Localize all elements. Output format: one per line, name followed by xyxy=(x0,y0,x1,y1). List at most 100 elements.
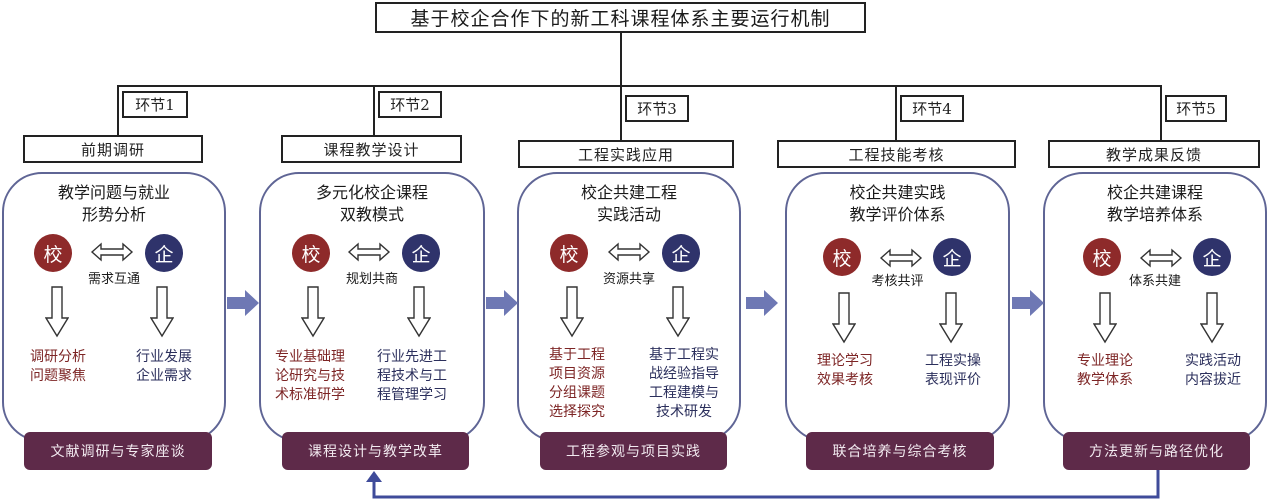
stem-line-2 xyxy=(373,85,375,135)
outcome-line: 理论学习 xyxy=(817,353,873,369)
horizontal-bus-line xyxy=(117,85,1162,87)
stem-line-1 xyxy=(117,85,119,135)
enterprise-circle: 企 xyxy=(145,234,183,272)
school-circle: 校 xyxy=(292,234,330,272)
card-title-line: 校企共建课程 xyxy=(1106,183,1203,202)
stage-card-4: 校企共建实践 教学评价体系 校 企 考核共评 理论学习 效果考核 工程实操 表现… xyxy=(785,172,1010,442)
outcome-line: 项目资源 xyxy=(549,366,605,382)
outcome-line: 术标准研学 xyxy=(275,387,345,403)
card-title: 校企共建工程 实践活动 xyxy=(519,182,739,226)
flow-arrow-icon-1 xyxy=(227,290,259,316)
feedback-line xyxy=(372,470,1160,499)
down-arrow-icon xyxy=(560,286,584,338)
double-arrow-icon xyxy=(347,240,391,264)
school-outcome: 专业基础理 论研究与技 术标准研学 xyxy=(263,348,373,405)
outcome-line: 专业理论 xyxy=(1077,353,1133,369)
stage-card-2: 多元化校企课程 双教模式 校 企 规划共商 专业基础理 论研究与技 术标准研学 … xyxy=(259,172,485,442)
enterprise-outcome: 行业发展 企业需求 xyxy=(114,348,214,386)
outcome-line: 工程建模与 xyxy=(649,385,719,401)
outcome-line: 技术研发 xyxy=(656,404,712,420)
phase-box-4: 工程技能考核 xyxy=(777,140,1016,168)
down-arrow-icon xyxy=(1200,292,1224,344)
down-arrow-icon xyxy=(1093,292,1117,344)
enterprise-circle: 企 xyxy=(662,234,700,272)
card-title: 校企共建实践 教学评价体系 xyxy=(787,182,1008,226)
method-bar-2: 课程设计与教学改革 xyxy=(282,432,469,470)
step-tag-5: 环节5 xyxy=(1165,95,1227,122)
stem-line-4 xyxy=(895,85,897,140)
outcome-line: 专业基础理 xyxy=(275,349,345,365)
relation-label: 资源共享 xyxy=(602,272,655,287)
outcome-line: 行业发展 xyxy=(136,349,192,365)
up-arrow-icon xyxy=(366,471,382,482)
title-stem-line xyxy=(620,33,622,86)
card-title-line: 形势分析 xyxy=(81,205,146,224)
card-title-line: 教学评价体系 xyxy=(849,205,946,224)
double-arrow-icon xyxy=(90,240,134,264)
card-title-line: 多元化校企课程 xyxy=(315,183,428,202)
school-circle: 校 xyxy=(34,234,72,272)
outcome-line: 行业先进工 xyxy=(377,349,447,365)
stage-card-3: 校企共建工程 实践活动 校 企 资源共享 基于工程 项目资源 分组课题 选择探究… xyxy=(517,172,741,442)
flow-arrow-icon-2 xyxy=(486,290,518,316)
enterprise-outcome: 实践活动 内容拔近 xyxy=(1163,352,1263,390)
outcome-line: 战经验指导 xyxy=(649,366,719,382)
step-tag-3: 环节3 xyxy=(625,95,689,122)
outcome-line: 工程实操 xyxy=(925,353,981,369)
card-title-line: 校企共建工程 xyxy=(580,183,677,202)
outcome-line: 教学体系 xyxy=(1077,372,1133,388)
school-outcome: 理论学习 效果考核 xyxy=(795,352,895,390)
school-outcome: 调研分析 问题聚焦 xyxy=(8,348,108,386)
relation-label: 需求互通 xyxy=(87,272,140,287)
relation-label: 考核共评 xyxy=(871,274,924,289)
outcome-line: 基于工程 xyxy=(549,347,605,363)
flow-arrow-icon-4 xyxy=(1012,290,1044,316)
phase-box-2: 课程教学设计 xyxy=(281,135,462,163)
outcome-line: 效果考核 xyxy=(817,372,873,388)
diagram-title: 基于校企合作下的新工科课程体系主要运行机制 xyxy=(375,2,866,33)
down-arrow-icon xyxy=(301,286,325,338)
down-arrow-icon xyxy=(45,286,69,338)
method-bar-5: 方法更新与路径优化 xyxy=(1063,432,1250,470)
stage-card-5: 校企共建课程 教学培养体系 校 企 体系共建 专业理论 教学体系 实践活动 内容… xyxy=(1043,172,1267,442)
school-circle: 校 xyxy=(550,234,588,272)
outcome-line: 选择探究 xyxy=(549,404,605,420)
school-circle: 校 xyxy=(1083,238,1121,276)
method-bar-3: 工程参观与项目实践 xyxy=(540,432,727,470)
method-bar-4: 联合培养与综合考核 xyxy=(806,432,994,470)
down-arrow-icon xyxy=(150,286,174,338)
stem-line-3 xyxy=(620,85,622,140)
school-outcome: 专业理论 教学体系 xyxy=(1055,352,1155,390)
card-title-line: 校企共建实践 xyxy=(849,183,946,202)
outcome-line: 问题聚焦 xyxy=(30,368,86,384)
step-tag-2: 环节2 xyxy=(378,91,442,118)
flow-arrow-icon-3 xyxy=(746,290,778,316)
step-tag-4: 环节4 xyxy=(900,95,964,122)
school-outcome: 基于工程 项目资源 分组课题 选择探究 xyxy=(527,346,627,422)
step-tag-1: 环节1 xyxy=(122,91,188,118)
outcome-line: 调研分析 xyxy=(30,349,86,365)
stem-line-5 xyxy=(1160,85,1162,140)
enterprise-outcome: 工程实操 表现评价 xyxy=(903,352,1003,390)
outcome-line: 企业需求 xyxy=(136,368,192,384)
down-arrow-icon xyxy=(407,286,431,338)
down-arrow-icon xyxy=(666,286,690,338)
outcome-line: 基于工程实 xyxy=(649,347,719,363)
double-arrow-icon xyxy=(607,240,651,264)
phase-box-1: 前期调研 xyxy=(23,135,203,163)
phase-box-3: 工程实践应用 xyxy=(518,140,734,168)
outcome-line: 论研究与技 xyxy=(275,368,345,384)
card-title: 多元化校企课程 双教模式 xyxy=(261,182,483,226)
card-title-line: 教学培养体系 xyxy=(1106,205,1203,224)
enterprise-circle: 企 xyxy=(402,234,440,272)
down-arrow-icon xyxy=(939,292,963,344)
relation-label: 体系共建 xyxy=(1128,274,1181,289)
card-title: 教学问题与就业 形势分析 xyxy=(4,182,224,226)
enterprise-circle: 企 xyxy=(1193,238,1231,276)
double-arrow-icon xyxy=(879,246,923,270)
card-title: 校企共建课程 教学培养体系 xyxy=(1045,182,1265,226)
outcome-line: 程管理学习 xyxy=(377,387,447,403)
outcome-line: 程技术与工 xyxy=(377,368,447,384)
outcome-line: 表现评价 xyxy=(925,372,981,388)
card-title-line: 双教模式 xyxy=(339,205,404,224)
